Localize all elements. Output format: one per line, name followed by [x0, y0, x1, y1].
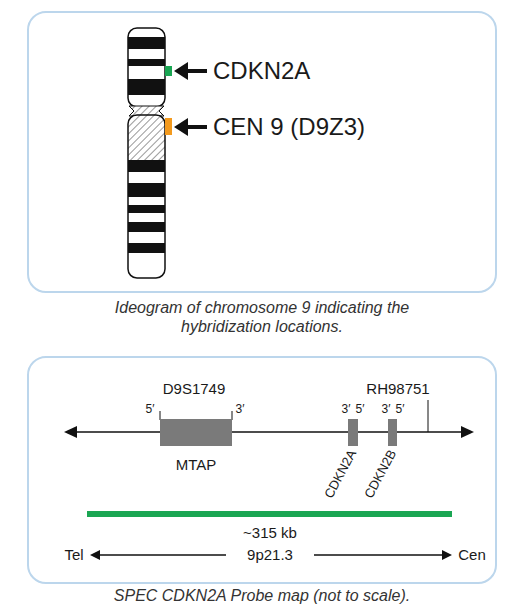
genomic-axis — [74, 431, 464, 433]
arrowhead — [174, 118, 188, 136]
gene-box: MTAP — [160, 419, 232, 446]
drawing-part — [128, 59, 165, 66]
arrowhead — [90, 550, 100, 560]
gene-name: CDKN2B — [361, 447, 400, 501]
figure-caption: Ideogram of chromosome 9 indicating the … — [97, 298, 427, 336]
strand-end: 5′ — [396, 402, 405, 416]
drawing-part — [128, 205, 165, 213]
drawing-part — [128, 115, 165, 278]
drawing-part — [128, 37, 165, 49]
strand-end: 3′ — [342, 402, 351, 416]
drawing-part — [128, 28, 165, 107]
marker-name: RH98751 — [366, 380, 429, 398]
drawing-part — [128, 115, 165, 160]
probe-bar — [87, 511, 452, 517]
direction-arrow — [314, 554, 444, 556]
drawing-part — [128, 222, 165, 232]
chromosome-outline — [128, 115, 165, 278]
panel-frame — [28, 357, 496, 583]
drawing-part — [128, 160, 165, 172]
probe-label: CEN 9 (D9Z3) — [213, 113, 365, 142]
arrowhead — [64, 426, 77, 438]
direction-arrow — [98, 554, 226, 556]
drawing-part — [128, 183, 165, 197]
band-label: 9p21.3 — [247, 546, 293, 564]
gene-name: MTAP — [176, 456, 217, 474]
drawing-part — [128, 115, 165, 278]
end-label: Tel — [64, 546, 83, 564]
strand-end: 3′ — [236, 402, 245, 416]
arrowhead — [174, 62, 188, 80]
strand-end: 5′ — [356, 402, 365, 416]
probe-label: CDKN2A — [213, 57, 310, 86]
chromosome-outline — [128, 28, 165, 107]
marker-name: D9S1749 — [163, 380, 226, 398]
strand-end: 5′ — [146, 402, 155, 416]
size-label: ~315 kb — [243, 524, 297, 542]
gene-name: CDKN2A — [321, 447, 360, 501]
strand-end: 3′ — [382, 402, 391, 416]
arrowhead — [442, 550, 452, 560]
panel-frame — [28, 12, 496, 292]
drawing-part — [128, 28, 165, 107]
arrowhead — [461, 426, 474, 438]
drawing-part — [128, 243, 165, 253]
drawing-part — [128, 79, 165, 95]
chromosome-ideogram — [128, 28, 165, 278]
gene-box: CDKN2A — [348, 419, 358, 446]
end-label: Cen — [458, 546, 486, 564]
probe-marker — [165, 118, 172, 135]
probe-marker — [165, 66, 172, 76]
marker-tick — [428, 400, 429, 432]
figure-caption: SPEC CDKN2A Probe map (not to scale). — [22, 586, 502, 605]
gene-box: CDKN2B — [388, 419, 397, 446]
